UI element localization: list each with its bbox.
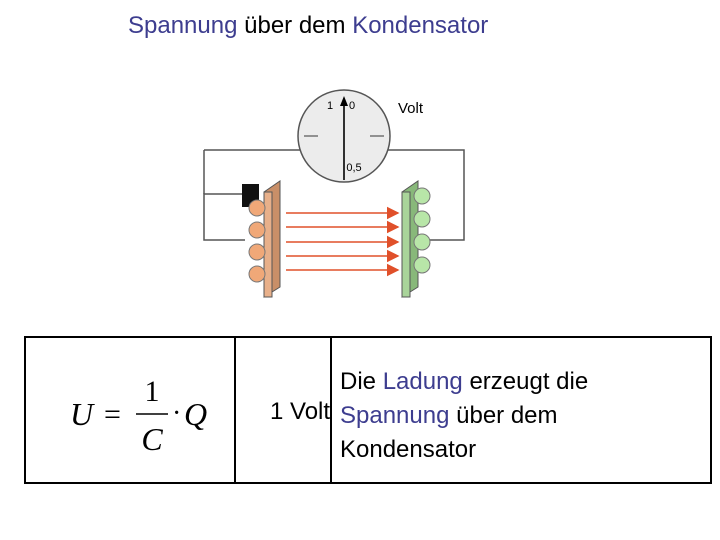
left-charge bbox=[248, 243, 266, 261]
table-divider-2 bbox=[330, 338, 332, 482]
desc-ueber: über dem bbox=[449, 402, 558, 429]
desc-ladung: Ladung bbox=[382, 368, 463, 395]
formula-equals: = bbox=[104, 398, 121, 431]
right-plate bbox=[401, 191, 411, 298]
page-title: Spannung über dem Kondensator bbox=[128, 12, 488, 40]
formula-dot: · bbox=[172, 398, 181, 429]
left-plate bbox=[263, 191, 273, 298]
description-line-1: Die Ladung erzeugt die bbox=[340, 365, 588, 399]
right-charge bbox=[413, 256, 431, 274]
left-charge bbox=[248, 265, 266, 283]
description: Die Ladung erzeugt die Spannung über dem… bbox=[340, 365, 588, 467]
formula-denominator: C bbox=[141, 421, 163, 457]
title-spannung: Spannung bbox=[128, 12, 238, 39]
formula-cell: U = 1 C · Q bbox=[70, 375, 207, 457]
summary-table: U = 1 C · Q 1 Volt Die Ladung erzeugt di… bbox=[24, 336, 712, 484]
right-charge bbox=[413, 210, 431, 228]
dial-label-0-5: 0,5 bbox=[346, 162, 361, 174]
right-charge bbox=[413, 233, 431, 251]
voltmeter-unit: Volt bbox=[398, 100, 424, 117]
left-charge bbox=[248, 199, 266, 217]
table-divider-1 bbox=[234, 338, 236, 482]
desc-die: Die bbox=[340, 368, 383, 395]
field-lines bbox=[286, 206, 400, 277]
left-charge bbox=[248, 221, 266, 239]
title-kondensator: Kondensator bbox=[352, 12, 489, 39]
dial-label-0: 0 bbox=[349, 100, 355, 112]
description-line-3: Kondensator bbox=[340, 436, 477, 463]
voltage-value: 1 Volt bbox=[270, 398, 331, 425]
description-line-2: Spannung über dem bbox=[340, 399, 588, 433]
wire-left bbox=[203, 193, 245, 241]
desc-erzeugt: erzeugt die bbox=[462, 368, 589, 395]
capacitor-diagram: 1 0 0,5 Volt bbox=[203, 89, 465, 298]
needle-tip bbox=[340, 96, 348, 106]
formula-rhs: Q bbox=[184, 396, 207, 432]
formula-lhs: U bbox=[70, 396, 95, 432]
dial-label-1: 1 bbox=[327, 100, 333, 112]
desc-spannung: Spannung bbox=[340, 402, 450, 429]
wire-right bbox=[388, 149, 465, 241]
formula-numerator: 1 bbox=[145, 375, 160, 408]
right-charge bbox=[413, 187, 431, 205]
title-middle: über dem bbox=[237, 12, 353, 39]
